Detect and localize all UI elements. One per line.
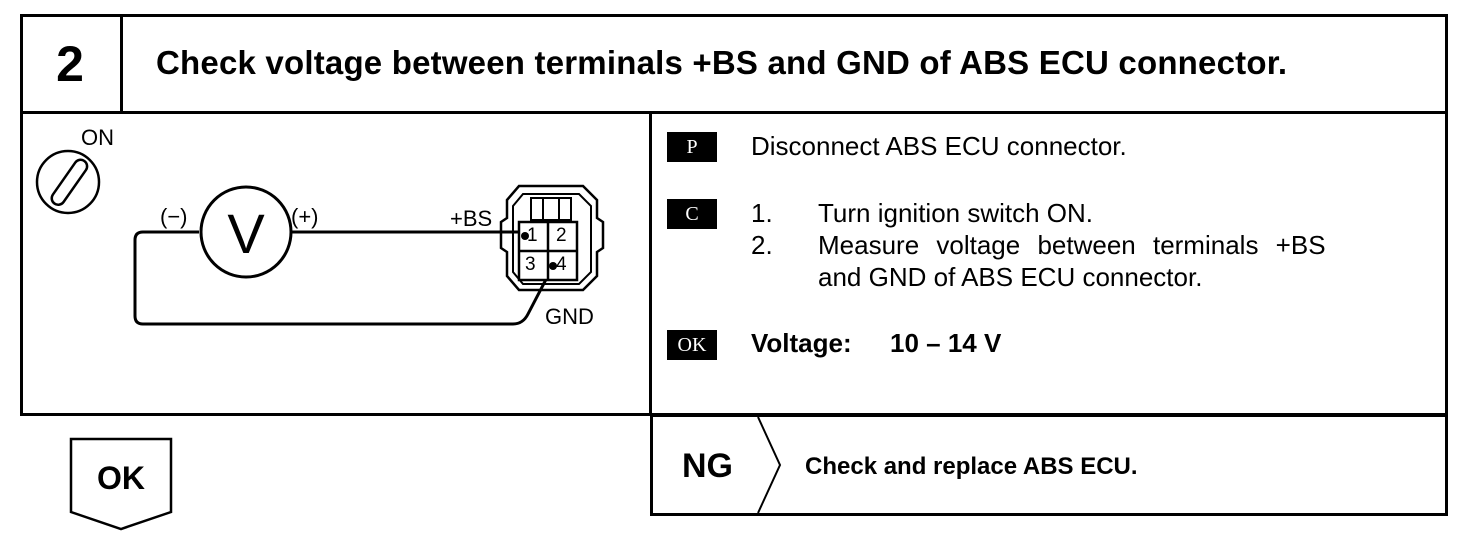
ignition-on-label: ON (81, 125, 114, 150)
gnd-wire (133, 230, 555, 326)
ng-result-action: Check and replace ABS ECU. (805, 453, 1138, 480)
gnd-terminal-label: GND (545, 304, 594, 329)
connector-pin-3: 3 (525, 254, 536, 275)
check-step-2-text: Measure voltage between terminals +BS (818, 230, 1326, 260)
bs-terminal-label: +BS (450, 206, 493, 231)
wiring-diagram-svg (35, 149, 605, 326)
ok-voltage-label: Voltage: (751, 328, 852, 358)
check-step-2-text-cont: and GND of ABS ECU connector. (818, 262, 1203, 292)
connector-pin-2: 2 (556, 225, 567, 246)
check-step-1-text: Turn ignition switch ON. (818, 198, 1094, 228)
ok-result-arrow (68, 436, 174, 532)
ng-result-label: NG (682, 447, 733, 485)
ecu-connector-icon (499, 184, 605, 292)
connector-pin-4: 4 (556, 254, 567, 275)
prepare-tag: P (667, 132, 717, 162)
check-tag: C (667, 199, 717, 229)
ok-tag: OK (667, 330, 717, 360)
check-step-1-number: 1. (751, 198, 773, 228)
step-number-cell (20, 14, 123, 114)
voltmeter-symbol: V (227, 202, 265, 265)
wiring-diagram (23, 114, 649, 414)
negative-probe-label: (−) (160, 204, 188, 229)
step-title: Check voltage between terminals +BS and … (156, 44, 1288, 81)
ng-result-box (650, 414, 1448, 516)
connector-pin-1: 1 (527, 225, 538, 246)
ok-voltage-value: 10 – 14 V (890, 328, 1002, 358)
step-number: 2 (56, 36, 84, 92)
ok-result-label: OK (97, 460, 145, 496)
positive-probe-label: (+) (291, 204, 319, 229)
panel-divider (649, 111, 652, 416)
check-step-2-number: 2. (751, 230, 773, 260)
header-divider (20, 111, 1448, 114)
ignition-switch-icon (35, 149, 101, 215)
ng-divider-chevron (756, 416, 784, 514)
prepare-text: Disconnect ABS ECU connector. (751, 131, 1127, 161)
